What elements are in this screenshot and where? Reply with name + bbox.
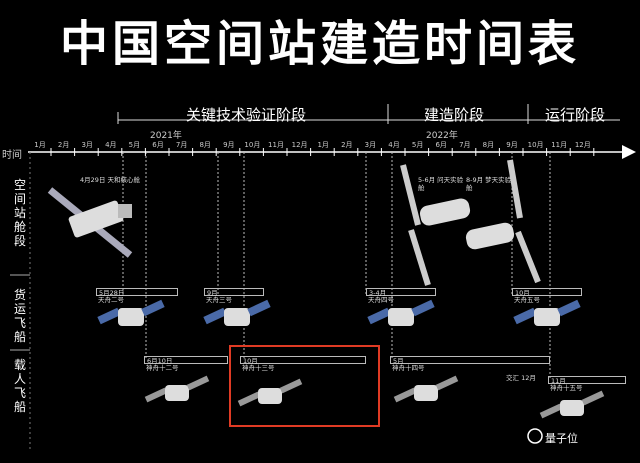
station-note: 4月29日 天和核心舱 [80,176,140,184]
month-tick-label: 1月 [34,141,46,149]
highlight-frame [229,345,380,427]
crew-note-name: 神舟十三号 [242,364,275,372]
axis-arrow-icon [622,145,636,159]
cargo-note-name: 天舟二号 [98,296,124,304]
phase-operation: 运行阶段 [545,106,606,124]
crew-extra-note: 交汇 12月 [506,374,536,382]
month-tick-label: 3月 [81,141,93,149]
cargo-note: 5月28日 [96,288,178,297]
year-2021: 2021年 [150,131,182,141]
month-tick-label: 4月 [388,141,400,149]
month-tick-label: 5月 [128,141,141,149]
row-label-cargo: 货运飞船 [14,288,27,344]
crew-ship-icon [144,375,210,403]
month-tick-label: 10月 [527,141,544,149]
crew-ship-icon [393,375,459,403]
row-label-station: 空间站舱段 [14,178,27,248]
month-tick-label: 3月 [364,141,377,149]
cargo-ship-icon [203,299,271,326]
cargo-ship-icon [97,299,165,326]
cargo-note: 9月 [204,288,264,297]
month-tick-label: 8月 [199,141,211,149]
month-tick-label: 9月 [223,141,235,149]
wechat-icon [527,428,543,444]
crew-note-name: 神舟十四号 [392,364,425,372]
cargo-note-name: 天舟四号 [368,296,394,304]
crew-note: 5月 [390,356,550,365]
cargo-note: 3-4月 [366,288,436,297]
cargo-ship-icon [513,299,581,326]
month-tick-label: 8月 [482,141,495,149]
month-tick-label: 9月 [506,141,518,149]
station-note: 8-9月 梦天实验舱 [466,176,512,192]
month-tick-label: 12月 [291,141,308,149]
crew-note: 11月 [548,376,626,385]
month-tick-label: 12月 [574,141,591,149]
station-note: 5-6月 问天实验舱 [418,176,464,192]
month-tick-label: 11月 [268,141,284,149]
phase-construction: 建造阶段 [424,106,485,124]
cargo-note-name: 天舟三号 [206,296,232,304]
crew-ship-icon [237,378,303,407]
cargo-note: 10月 [512,288,582,297]
month-tick-label: 11月 [551,141,568,149]
month-tick-label: 10月 [244,141,261,149]
phase-verification: 关键技术验证阶段 [186,106,307,124]
tianhe-module-icon [47,187,133,258]
cargo-ship-icon [367,299,435,326]
watermark: 量子位 [545,432,578,445]
poster-title: 中国空间站建造时间表 [59,16,580,72]
axis-label: 时间 [2,150,22,161]
month-tick-label: 1月 [317,141,329,149]
month-tick-label: 2月 [57,141,70,149]
month-tick-label: 7月 [175,141,188,149]
crew-note-name: 神舟十二号 [146,364,179,372]
year-2022: 2022年 [426,131,458,141]
cargo-note-name: 天舟五号 [514,296,540,304]
crew-note: 10月 [240,356,366,365]
month-tick-label: 2月 [341,141,353,149]
crew-note-name: 神舟十五号 [550,384,583,392]
month-tick-label: 4月 [105,141,117,149]
month-tick-label: 7月 [459,141,471,149]
crew-ship-icon [539,390,605,419]
mengtian-module-icon [465,159,541,284]
row-label-crew: 载人飞船 [14,358,27,414]
month-tick-label: 5月 [411,141,424,149]
crew-note: 6月10日 [144,356,228,365]
month-tick-label: 6月 [435,141,447,149]
wentian-module-icon [400,164,471,286]
month-tick-label: 6月 [152,141,164,149]
